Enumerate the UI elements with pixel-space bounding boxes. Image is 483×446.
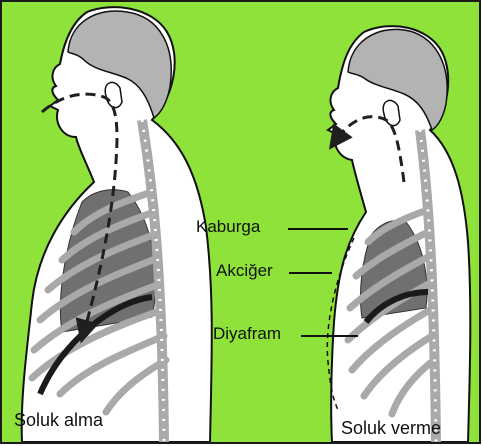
inhale-caption: Soluk alma <box>14 410 103 431</box>
exhale-figure <box>327 26 470 442</box>
lung-label: Akciğer <box>216 261 273 281</box>
exhale-caption: Soluk verme <box>341 418 441 439</box>
inhale-figure <box>22 7 212 442</box>
rib-label: Kaburga <box>196 217 260 237</box>
diaphragm-label: Diyafram <box>213 324 281 344</box>
